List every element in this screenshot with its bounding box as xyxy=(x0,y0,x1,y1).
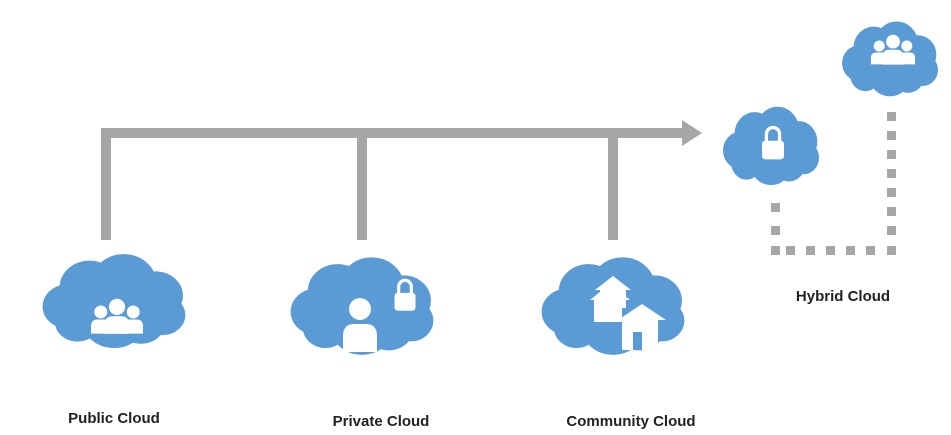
private-cloud xyxy=(290,257,434,355)
hybrid-dotted-connector xyxy=(771,112,896,255)
houses-icon xyxy=(590,276,666,350)
hybrid-cloud xyxy=(722,21,938,186)
user-icon xyxy=(343,298,377,352)
community-cloud-label: Community Cloud xyxy=(566,413,696,430)
hybrid-cloud-label: Hybrid Cloud xyxy=(795,288,891,305)
community-cloud xyxy=(541,257,685,355)
arrowhead xyxy=(682,120,702,146)
private-cloud-label: Private Cloud xyxy=(332,413,430,430)
connector-lines xyxy=(101,120,702,240)
public-cloud xyxy=(42,254,186,349)
public-cloud-label: Public Cloud xyxy=(68,410,160,427)
